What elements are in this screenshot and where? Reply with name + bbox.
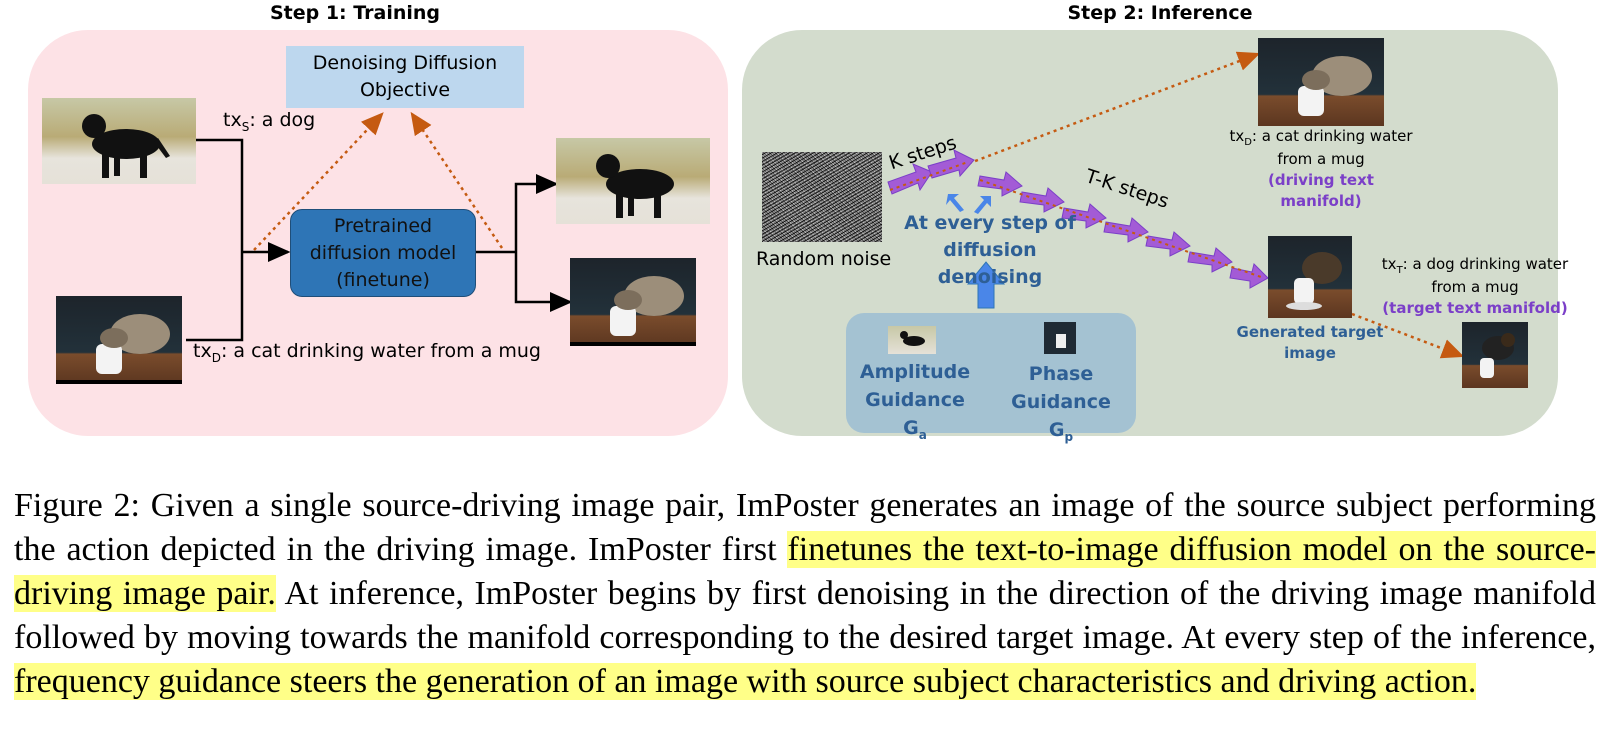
- inf-tx-d-line1: : a cat drinking water: [1251, 127, 1413, 145]
- model-line2: diffusion model: [309, 241, 457, 264]
- caption-part1: Figure 2: Given a single source-driving …: [14, 487, 1596, 568]
- objective-line2: Objective: [359, 79, 451, 101]
- objective-line1: Denoising Diffusion: [312, 52, 498, 74]
- target-manifold-label: (target text manifold): [1382, 299, 1568, 317]
- amplitude-guidance: Amplitude Guidance Ga: [850, 358, 980, 444]
- model-line3: (finetune): [336, 268, 430, 291]
- caption-highlight2: frequency guidance steers the generation…: [14, 663, 1477, 700]
- to-driving-dotted: [961, 51, 1261, 168]
- tx-s-sub: S: [241, 120, 250, 134]
- inf-tx-d-sub: D: [1244, 137, 1252, 148]
- cat-output-photo: [570, 258, 696, 346]
- phase-thumb: [1044, 322, 1076, 354]
- inf-tx-d-line2: from a mug: [1277, 150, 1365, 168]
- random-noise-label: Random noise: [756, 248, 892, 270]
- cat-connector: [186, 252, 244, 342]
- diagram-connectors: [186, 51, 1465, 359]
- amp-line2: Guidance G: [865, 389, 965, 439]
- caption-part2: At inference, ImPoster begins by first d…: [14, 575, 1596, 656]
- driving-text: txD: a cat drinking water from a mug (dr…: [1226, 126, 1416, 212]
- generated-line1: Generated target: [1236, 323, 1384, 341]
- tx-d-prefix: tx: [193, 340, 212, 362]
- tk-steps-dotted: [979, 179, 1265, 279]
- phase-line2: Guidance G: [1011, 391, 1111, 441]
- generated-target-label: Generated target image: [1230, 322, 1390, 364]
- generated-line2: image: [1284, 344, 1336, 362]
- to-dog-output-arrow: [514, 174, 559, 252]
- to-cat-output-arrow: [514, 252, 573, 312]
- dog-photo: [42, 98, 196, 184]
- phase-line1: Phase: [1028, 363, 1094, 385]
- tx-s-text: : a dog: [249, 109, 316, 131]
- target-text: txT: a dog drinking water from a mug (ta…: [1380, 254, 1570, 319]
- step1-title: Step 1: Training: [269, 2, 441, 24]
- tx-d-sub: D: [211, 351, 221, 365]
- inf-tx-t-line2: from a mug: [1431, 278, 1519, 296]
- tx-s-prefix: tx: [223, 109, 242, 131]
- phase-sub: p: [1064, 430, 1074, 444]
- guidance-up-arrow: [966, 261, 1006, 309]
- amp-line1: Amplitude: [859, 361, 971, 383]
- inf-tx-t-prefix: tx: [1381, 255, 1397, 273]
- tx-s-label: txS: a dog: [223, 109, 316, 134]
- model-line1: Pretrained: [333, 214, 433, 237]
- phase-guidance: Phase Guidance Gp: [996, 360, 1126, 446]
- every-step-text: At every step of diffusion denoising: [890, 210, 1090, 291]
- cat-photo: [56, 296, 182, 384]
- amp-sub: a: [918, 428, 927, 442]
- every-step-line2: diffusion denoising: [937, 239, 1043, 288]
- dog-connector: [186, 138, 244, 252]
- target-dog-photo: [1462, 322, 1528, 388]
- driving-cat-photo: [1258, 38, 1384, 126]
- generated-target-photo: [1268, 236, 1352, 318]
- amplitude-thumb: [888, 326, 936, 354]
- to-target-dotted: [1351, 312, 1465, 359]
- inf-tx-d-prefix: tx: [1229, 127, 1245, 145]
- small-blue-arrows: [946, 194, 991, 214]
- tx-d-label: txD: a cat drinking water from a mug: [193, 340, 541, 365]
- driving-manifold-label: (driving text manifold): [1268, 171, 1374, 210]
- model-box: Pretrained diffusion model (finetune): [290, 209, 476, 297]
- step2-title: Step 2: Inference: [1067, 2, 1253, 24]
- dog-output-photo: [556, 138, 710, 224]
- figure-caption: Figure 2: Given a single source-driving …: [14, 484, 1596, 704]
- tx-d-text: : a cat drinking water from a mug: [220, 340, 541, 362]
- every-step-line1: At every step of: [904, 212, 1076, 234]
- inf-tx-t-line1: : a dog drinking water: [1402, 255, 1569, 273]
- noise-image: [762, 152, 882, 242]
- dotted-left: [253, 112, 384, 251]
- inf-tx-t-sub: T: [1396, 265, 1403, 276]
- dotted-right: [410, 111, 504, 249]
